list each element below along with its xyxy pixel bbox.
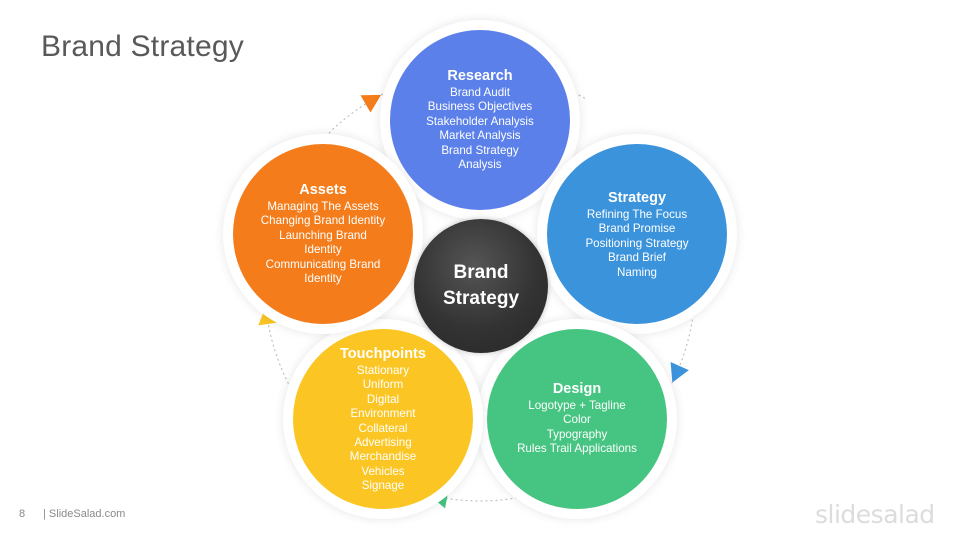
research-item: Brand Strategy (441, 143, 519, 157)
touchpoints-item: Advertising (354, 436, 412, 450)
assets-item: Identity (304, 272, 342, 286)
assets-item: Identity (304, 243, 342, 257)
touchpoints-heading: Touchpoints (340, 346, 426, 362)
slidesalad-logo: slidesalad (815, 500, 935, 529)
touchpoints-item: Merchandise (349, 450, 417, 464)
center-hub-line1: Brand (453, 262, 509, 283)
connector-arc (416, 490, 547, 502)
touchpoints-node: Touchpoints Stationary Uniform Digital E… (293, 329, 473, 509)
strategy-item: Naming (617, 265, 657, 279)
strategy-item: Brand Brief (608, 251, 666, 265)
strategy-item: Refining The Focus (586, 208, 688, 221)
design-item: Rules Trail Applications (517, 442, 637, 456)
research-item: Stakeholder Analysis (426, 114, 534, 128)
connector-arc (661, 274, 696, 401)
research-item: Brand Audit (450, 86, 510, 99)
research-item: Analysis (458, 158, 502, 172)
page-number: 8 (19, 508, 26, 520)
touchpoints-item: Vehicles (361, 464, 405, 478)
assets-heading: Assets (299, 182, 347, 198)
strategy-item: Brand Promise (598, 222, 676, 236)
research-node: Research Brand Audit Business Objectives… (390, 30, 570, 210)
strategy-heading: Strategy (607, 190, 667, 206)
strategy-node: Strategy Refining The Focus Brand Promis… (547, 144, 727, 324)
footer-site: | SlideSalad.com (43, 508, 126, 520)
touchpoints-item: Uniform (362, 378, 404, 392)
assets-item: Launching Brand (279, 228, 367, 242)
research-item: Business Objectives (427, 100, 533, 114)
arrowhead-icon (360, 94, 382, 113)
design-item: Logotype + Tagline (528, 399, 626, 412)
slide-title: Brand Strategy (41, 30, 244, 63)
assets-item: Managing The Assets (267, 200, 379, 213)
center-hub: Brand Strategy (414, 219, 548, 353)
assets-item: Changing Brand Identity (260, 214, 386, 228)
design-heading: Design (552, 381, 602, 397)
assets-item: Communicating Brand (265, 257, 381, 271)
design-item: Typography (546, 427, 608, 441)
touchpoints-item: Collateral (358, 421, 408, 435)
design-node: Design Logotype + Tagline Color Typograp… (487, 329, 667, 509)
design-item: Color (563, 413, 591, 427)
strategy-item: Positioning Strategy (585, 236, 689, 250)
research-heading: Research (447, 68, 513, 84)
assets-node: Assets Managing The Assets Changing Bran… (233, 144, 413, 324)
touchpoints-item: Signage (361, 479, 405, 493)
center-hub-line2: Strategy (442, 288, 520, 309)
touchpoints-item: Stationary (356, 364, 410, 377)
touchpoints-item: Environment (350, 407, 416, 421)
research-item: Market Analysis (439, 129, 521, 143)
touchpoints-item: Digital (366, 392, 400, 406)
arrowhead-icon (670, 361, 689, 383)
